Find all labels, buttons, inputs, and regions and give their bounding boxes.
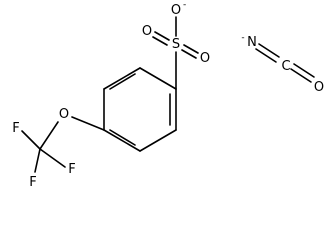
ring-bond-1 bbox=[139, 67, 177, 90]
structure-diagram: S O - O O O F F F - N C O bbox=[12, 0, 324, 190]
bond-c-o-1 bbox=[293, 63, 315, 78]
bond-s-o-left-1 bbox=[154, 31, 170, 41]
ring-bond-3 bbox=[139, 129, 177, 152]
atom-oxygen-ether: O bbox=[59, 107, 69, 122]
sulfonate-group: S O - O O bbox=[142, 0, 210, 66]
atom-oxygen-isocyanate: O bbox=[314, 80, 324, 95]
atom-oxygen-left: O bbox=[142, 24, 152, 39]
atom-fluorine-3: F bbox=[29, 175, 36, 190]
ring-double-bond-c bbox=[109, 73, 136, 90]
atom-fluorine-1: F bbox=[12, 121, 19, 136]
ring-bond-6 bbox=[103, 67, 141, 90]
bond-s-o-right-1 bbox=[183, 44, 199, 54]
benzene-ring bbox=[103, 67, 177, 152]
atom-oxygen-top: O bbox=[171, 3, 181, 18]
charge-nitrogen: - bbox=[241, 33, 244, 43]
chemical-structure-svg: S O - O O O F F F - N C O bbox=[12, 0, 324, 190]
bond-c-o-2 bbox=[290, 68, 312, 83]
charge-oxygen-top: - bbox=[183, 0, 186, 10]
ring-double-bond-b bbox=[109, 129, 136, 146]
atom-sulfur: S bbox=[172, 37, 180, 52]
bond-s-o-left-2 bbox=[152, 36, 168, 46]
atom-fluorine-2: F bbox=[68, 162, 75, 177]
isocyanate-ion: - N C O bbox=[241, 33, 324, 95]
bond-c-f1 bbox=[21, 130, 41, 150]
atom-nitrogen: N bbox=[247, 35, 257, 50]
bond-n-c-1 bbox=[258, 43, 280, 58]
bond-c-f2 bbox=[39, 148, 66, 168]
bond-s-o-right-2 bbox=[181, 49, 197, 59]
bond-ring-o-ether bbox=[71, 116, 105, 131]
bond-n-c-2 bbox=[255, 48, 277, 63]
bond-o-c-cf3 bbox=[39, 121, 59, 150]
trifluoromethoxy-group: O F F F bbox=[12, 107, 105, 190]
ring-bond-4 bbox=[103, 129, 141, 152]
bond-c-f3 bbox=[34, 148, 41, 173]
atom-oxygen-right: O bbox=[200, 51, 210, 66]
atom-carbon: C bbox=[281, 59, 290, 74]
